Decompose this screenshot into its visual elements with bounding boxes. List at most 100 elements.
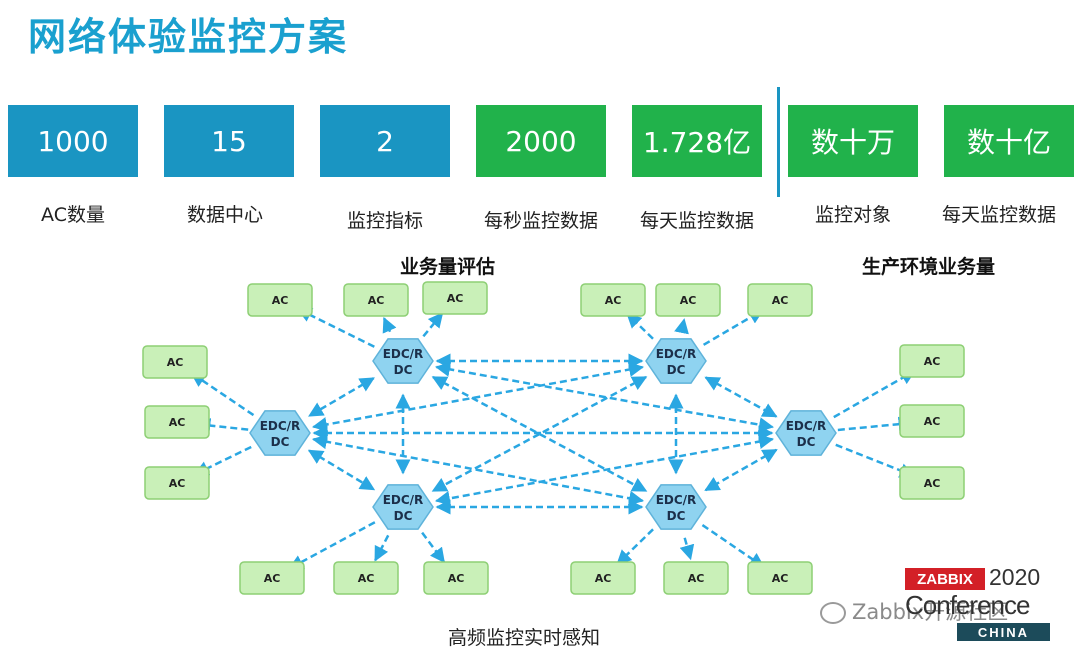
logo-brand: ZABBIX	[905, 568, 985, 590]
dc-node-label-line2: DC	[394, 509, 413, 523]
dc-link-arrow	[308, 377, 375, 417]
ac-node-label: AC	[772, 294, 789, 307]
logo-year: 2020	[989, 564, 1041, 590]
ac-node: AC	[663, 561, 729, 595]
dc-to-ac-arrow	[701, 524, 765, 568]
dc-node-label-line2: DC	[271, 435, 290, 449]
ac-node-label: AC	[272, 294, 289, 307]
dc-to-ac-arrow	[195, 418, 249, 434]
stat-label-datacenters: 数据中心	[186, 204, 263, 226]
ac-node-label: AC	[595, 572, 612, 585]
dc-node-label-line1: EDC/R	[383, 347, 424, 361]
ac-node-label: AC	[358, 572, 375, 585]
ac-node-label: AC	[169, 477, 186, 490]
dc-to-ac-arrow	[421, 531, 446, 564]
ac-node: AC	[144, 405, 210, 439]
stat-label-per-day: 每天监控数据	[639, 210, 754, 232]
ac-node: AC	[899, 404, 965, 438]
dc-to-ac-arrow	[422, 312, 444, 338]
ac-node: AC	[899, 466, 965, 500]
stat-metrics: 2	[320, 105, 450, 177]
wechat-icon	[820, 602, 846, 624]
page-title: 网络体验监控方案	[28, 15, 349, 59]
edc-rdc-node: EDC/R DC	[372, 484, 434, 530]
ac-node: AC	[423, 561, 489, 595]
divider-line	[777, 87, 780, 197]
ac-node-label: AC	[169, 416, 186, 429]
ac-node: AC	[422, 281, 488, 315]
dc-node-label-line2: DC	[394, 363, 413, 377]
ac-node: AC	[343, 283, 409, 317]
edc-rdc-node: EDC/R DC	[249, 410, 311, 456]
ac-node-label: AC	[680, 294, 697, 307]
dc-link-arrow	[434, 434, 775, 506]
ac-node: AC	[570, 561, 636, 595]
stat-ac-count: 1000	[8, 105, 138, 177]
dc-node-label-line2: DC	[667, 509, 686, 523]
ac-node-label: AC	[605, 294, 622, 307]
dc-to-ac-arrow	[382, 316, 397, 334]
ac-node: AC	[747, 283, 813, 317]
dc-to-ac-arrow	[626, 312, 654, 340]
dc-to-ac-arrow	[288, 521, 376, 570]
dc-link-arrow	[434, 361, 775, 433]
logo-conference: Conference	[905, 590, 1030, 620]
edc-rdc-node: EDC/RDC	[775, 410, 837, 456]
dc-node-label-line1: EDC/R	[656, 493, 697, 507]
edc-rdc-node: EDC/R DC	[372, 338, 434, 384]
dc-node-label-line1: EDC/R	[656, 347, 697, 361]
ac-node-label: AC	[924, 477, 941, 490]
ac-node: AC	[747, 561, 813, 595]
ac-node: AC	[247, 283, 313, 317]
stat-label-daily-data: 每天监控数据	[941, 204, 1056, 226]
watermark: Zabbix开源社区	[820, 596, 1008, 626]
dc-to-ac-arrow	[674, 318, 689, 335]
dc-node-label-line1: EDC/R	[383, 493, 424, 507]
stat-daily-data: 数十亿	[944, 105, 1074, 177]
ac-node: AC	[144, 466, 210, 500]
stat-per-day: 1.728亿	[632, 105, 762, 177]
stat-label-objects: 监控对象	[814, 204, 891, 226]
dc-link-arrow	[307, 449, 376, 491]
dc-to-ac-arrow	[833, 369, 916, 419]
ac-node-label: AC	[924, 415, 941, 428]
dc-link-arrow	[311, 434, 645, 506]
ac-node: AC	[333, 561, 399, 595]
ac-node: AC	[899, 344, 965, 378]
ac-node: AC	[655, 283, 721, 317]
stat-label-per-second: 每秒监控数据	[483, 210, 598, 232]
stat-label-ac-count: AC数量	[41, 204, 105, 226]
label-production-business: 生产环境业务量	[862, 256, 996, 278]
ac-node-label: AC	[448, 572, 465, 585]
stat-per-second: 2000	[476, 105, 606, 177]
label-business-assessment: 业务量评估	[400, 256, 496, 278]
dc-to-ac-arrow	[679, 537, 695, 561]
ac-node-label: AC	[167, 356, 184, 369]
edc-rdc-node: EDC/R DC	[645, 338, 707, 384]
ac-node-label: AC	[772, 572, 789, 585]
stat-label-metrics: 监控指标	[346, 210, 423, 232]
ac-node-label: AC	[688, 572, 705, 585]
ac-node-label: AC	[924, 355, 941, 368]
dc-node-label-line1: EDC/R	[260, 419, 301, 433]
dc-to-ac-arrow	[837, 416, 914, 432]
ac-node-label: AC	[368, 294, 385, 307]
dc-to-ac-arrow	[190, 372, 255, 417]
diagram-caption: 高频监控实时感知	[448, 627, 601, 649]
ac-node-label: AC	[264, 572, 281, 585]
dc-link-arrow	[311, 362, 645, 432]
ac-node: AC	[239, 561, 305, 595]
ac-node: AC	[142, 345, 208, 379]
stat-datacenters: 15	[164, 105, 294, 177]
logo-region: CHINA	[957, 623, 1050, 641]
dc-node-label-line1: EDC/R	[786, 419, 827, 433]
dc-node-label-line2: DC	[667, 363, 686, 377]
dc-link-arrow	[704, 376, 778, 418]
dc-to-ac-arrow	[616, 528, 654, 566]
stat-monitored-objects: 数十万	[788, 105, 918, 177]
edc-rdc-node: EDC/R DC	[645, 484, 707, 530]
dc-link-arrow	[704, 448, 778, 492]
ac-node: AC	[580, 283, 646, 317]
ac-node-label: AC	[447, 292, 464, 305]
